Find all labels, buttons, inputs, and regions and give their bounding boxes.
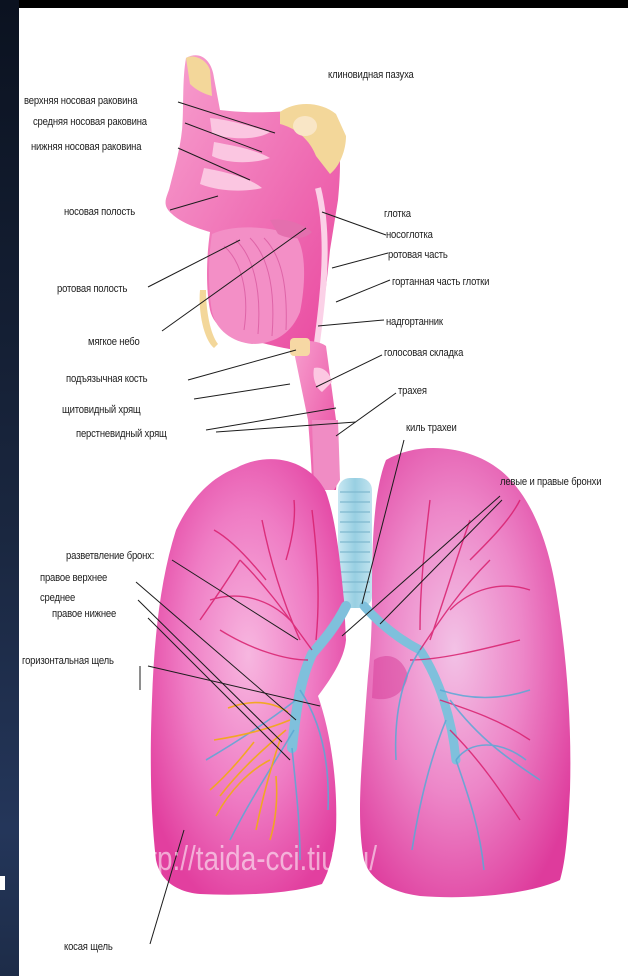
label-oral-part: ротовая часть (388, 249, 448, 261)
label-middle-concha: средняя носовая раковина (33, 116, 147, 128)
label-oral-cavity: ротовая полость (57, 283, 127, 295)
label-branching: разветвление бронх: (66, 550, 154, 562)
label-soft-palate: мягкое небо (88, 336, 140, 348)
label-bronchi: левые и правые бронхи (500, 476, 601, 488)
label-right-lower: правое нижнее (52, 608, 116, 620)
watermark: http://taida-cci.tiu.ru/ (126, 840, 377, 879)
label-pharynx: глотка (384, 208, 411, 220)
sinus-cavity (293, 116, 317, 136)
right-lung-shape (151, 459, 346, 895)
label-cricoid-cartilage: перстневидный хрящ (76, 428, 167, 440)
label-laryngopharynx: гортанная часть глотки (392, 276, 489, 288)
right-lung (151, 459, 346, 895)
label-oblique-fissure: косая щель (64, 941, 113, 953)
label-hyoid: подъязычная кость (66, 373, 147, 385)
label-epiglottis: надгортанник (386, 316, 443, 328)
left-lung (360, 448, 570, 897)
label-middle: среднее (40, 592, 75, 604)
label-sphenoid-sinus: клиновидная пазуха (328, 69, 414, 81)
label-trachea: трахея (398, 385, 427, 397)
label-thyroid-cartilage: щитовидный хрящ (62, 404, 141, 416)
label-right-upper: правое верхнее (40, 572, 107, 584)
label-carina: киль трахеи (406, 422, 457, 434)
head-section (166, 55, 346, 350)
trachea-shape (338, 478, 372, 608)
label-lower-concha: нижняя носовая раковина (31, 141, 141, 153)
label-nasal-cavity: носовая полость (64, 206, 135, 218)
label-horizontal-fissure: горизонтальная щель (22, 655, 114, 667)
label-vocal-fold: голосовая складка (384, 347, 463, 359)
hyoid-shape (290, 338, 310, 356)
label-nasopharynx: носоглотка (386, 229, 433, 241)
label-upper-concha: верхняя носовая раковина (24, 95, 137, 107)
